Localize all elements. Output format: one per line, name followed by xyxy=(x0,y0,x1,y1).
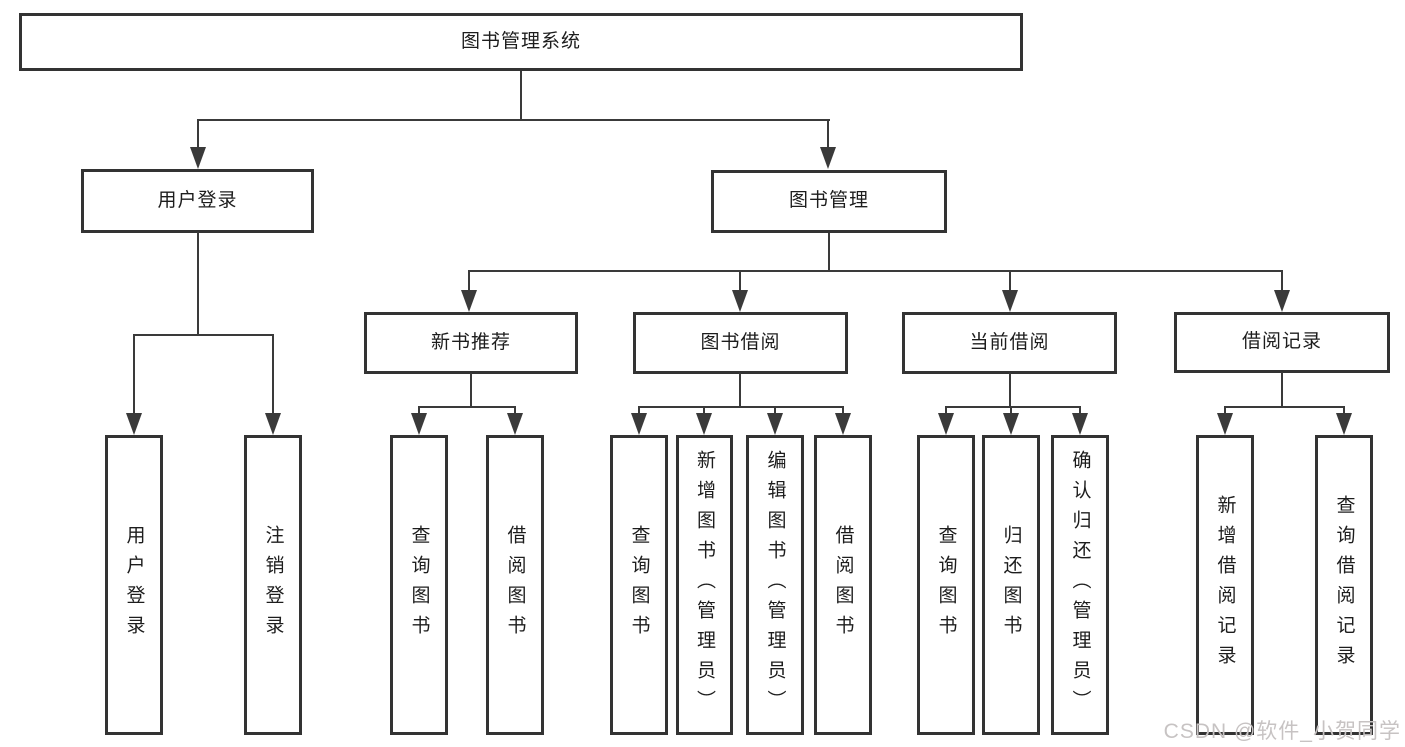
node-current-borrow: 当前借阅 xyxy=(902,312,1117,374)
node-label: 新书推荐 xyxy=(430,331,511,353)
leaf-query-borrow-record: 查询借阅记录 xyxy=(1315,435,1373,735)
leaf-label: 编辑图书（管理员） xyxy=(764,450,786,720)
arrow-to-current-borrow xyxy=(1002,270,1018,312)
connector-cb-stem xyxy=(1009,373,1011,408)
leaf-label: 归还图书 xyxy=(1000,525,1022,645)
connector-br-split xyxy=(1225,406,1345,408)
connector-user-login-stem xyxy=(197,232,199,336)
arrow-to-leaf-logout xyxy=(265,334,281,435)
arrowhead-icon xyxy=(1336,413,1352,435)
node-label: 图书管理 xyxy=(788,190,869,212)
connector-root-stem xyxy=(520,71,522,120)
leaf-edit-book-admin: 编辑图书（管理员） xyxy=(746,435,804,735)
arrowhead-icon xyxy=(835,413,851,435)
arrowhead-icon xyxy=(126,413,142,435)
leaf-label: 借阅图书 xyxy=(832,525,854,645)
leaf-return-book: 归还图书 xyxy=(982,435,1040,735)
leaf-query-books: 查询图书 xyxy=(390,435,448,735)
arrowhead-icon xyxy=(190,147,206,169)
connector-user-login-split xyxy=(134,334,274,336)
leaf-label: 注销登录 xyxy=(262,525,284,645)
arrowhead-icon xyxy=(1003,413,1019,435)
arrow-to-book-management xyxy=(820,119,836,169)
leaf-label: 查询图书 xyxy=(628,525,650,645)
arrow-to-leaf xyxy=(507,406,523,435)
arrow-to-leaf xyxy=(631,406,647,435)
csdn-watermark: CSDN @软件_小贺同学 xyxy=(1163,720,1401,743)
leaf-add-borrow-record: 新增借阅记录 xyxy=(1196,435,1254,735)
leaf-borrow-books: 借阅图书 xyxy=(486,435,544,735)
arrow-to-leaf xyxy=(1072,406,1088,435)
connector-nbr-split xyxy=(419,406,516,408)
arrow-to-book-borrow xyxy=(732,270,748,312)
arrowhead-icon xyxy=(1274,290,1290,312)
arrow-to-leaf xyxy=(696,406,712,435)
connector-nbr-stem xyxy=(470,373,472,408)
connector-root-split xyxy=(198,119,830,121)
node-book-management: 图书管理 xyxy=(711,170,947,233)
leaf-label: 查询图书 xyxy=(935,525,957,645)
leaf-query-books: 查询图书 xyxy=(917,435,975,735)
arrowhead-icon xyxy=(820,147,836,169)
arrow-to-new-book-recommend xyxy=(461,270,477,312)
arrow-to-leaf xyxy=(1217,406,1233,435)
leaf-label: 查询图书 xyxy=(408,525,430,645)
node-library-management-system: 图书管理系统 xyxy=(19,13,1023,71)
leaf-label: 确认归还（管理员） xyxy=(1069,450,1091,720)
arrow-to-leaf xyxy=(767,406,783,435)
arrowhead-icon xyxy=(631,413,647,435)
arrowhead-icon xyxy=(732,290,748,312)
arrow-to-leaf xyxy=(411,406,427,435)
connector-bb-stem xyxy=(739,373,741,408)
connector-br-stem xyxy=(1281,372,1283,408)
arrowhead-icon xyxy=(767,413,783,435)
arrow-to-leaf-user-login xyxy=(126,334,142,435)
arrowhead-icon xyxy=(265,413,281,435)
node-label: 图书管理系统 xyxy=(460,30,581,52)
arrowhead-icon xyxy=(1217,413,1233,435)
connector-book-mgmt-stem xyxy=(828,233,830,272)
arrowhead-icon xyxy=(1002,290,1018,312)
leaf-user-login: 用户登录 xyxy=(105,435,163,735)
leaf-query-books: 查询图书 xyxy=(610,435,668,735)
leaf-add-book-admin: 新增图书（管理员） xyxy=(676,435,733,735)
node-label: 用户登录 xyxy=(157,189,238,211)
leaf-label: 新增图书（管理员） xyxy=(694,450,715,720)
arrow-to-leaf xyxy=(835,406,851,435)
node-borrow-records: 借阅记录 xyxy=(1174,312,1390,373)
connector-book-mgmt-split xyxy=(469,270,1283,272)
node-new-book-recommend: 新书推荐 xyxy=(364,312,578,374)
arrow-to-user-login xyxy=(190,119,206,169)
leaf-borrow-books: 借阅图书 xyxy=(814,435,872,735)
arrowhead-icon xyxy=(1072,413,1088,435)
arrowhead-icon xyxy=(507,413,523,435)
leaf-label: 借阅图书 xyxy=(504,525,526,645)
node-user-login: 用户登录 xyxy=(81,169,314,233)
arrowhead-icon xyxy=(696,413,712,435)
node-label: 当前借阅 xyxy=(969,331,1050,353)
arrowhead-icon xyxy=(411,413,427,435)
leaf-confirm-return-admin: 确认归还（管理员） xyxy=(1051,435,1109,735)
leaf-logout: 注销登录 xyxy=(244,435,302,735)
arrow-to-borrow-records xyxy=(1274,270,1290,312)
node-label: 图书借阅 xyxy=(700,331,781,353)
arrow-to-leaf xyxy=(1336,406,1352,435)
node-book-borrow: 图书借阅 xyxy=(633,312,848,374)
arrowhead-icon xyxy=(461,290,477,312)
arrow-to-leaf xyxy=(1003,406,1019,435)
connector-bb-split xyxy=(639,406,844,408)
node-label: 借阅记录 xyxy=(1241,331,1322,353)
leaf-label: 新增借阅记录 xyxy=(1214,495,1236,675)
leaf-label: 查询借阅记录 xyxy=(1333,495,1355,675)
arrow-to-leaf xyxy=(938,406,954,435)
connector-cb-split xyxy=(946,406,1081,408)
arrowhead-icon xyxy=(938,413,954,435)
leaf-label: 用户登录 xyxy=(123,525,145,645)
